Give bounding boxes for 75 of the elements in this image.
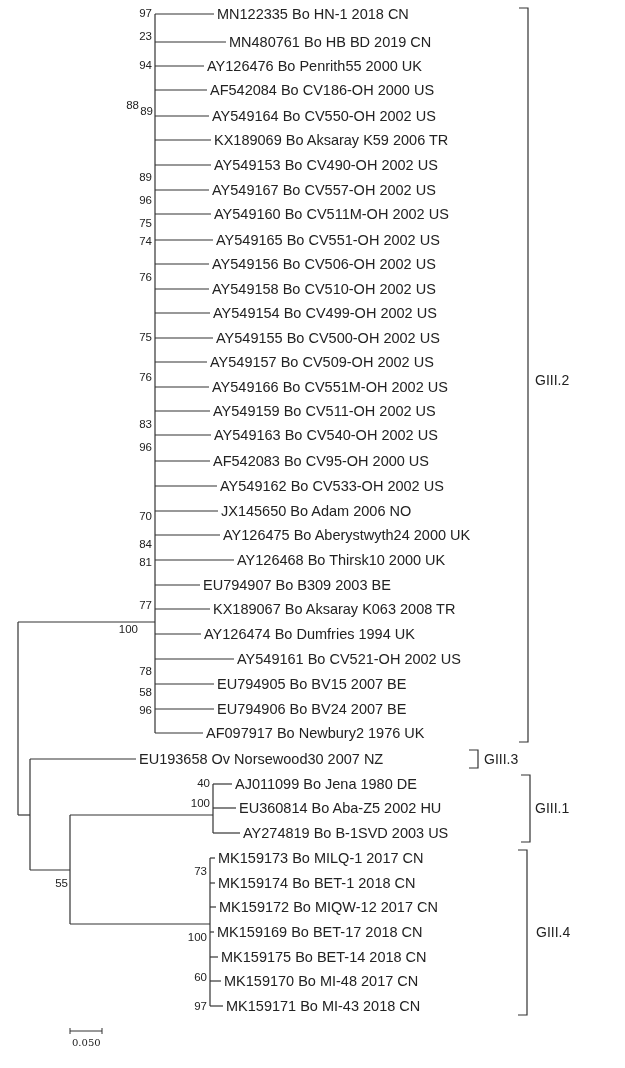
taxon-label: EU360814 Bo Aba-Z5 2002 HU — [239, 800, 442, 816]
taxon-label: AY549167 Bo CV557-OH 2002 US — [212, 182, 436, 198]
taxon-label: MK159172 Bo MIQW-12 2017 CN — [219, 899, 438, 915]
bootstrap-value: 60 — [194, 972, 207, 984]
taxon-label: AF097917 Bo Newbury2 1976 UK — [206, 725, 425, 741]
taxon-label: KX189069 Bo Aksaray K59 2006 TR — [214, 132, 449, 148]
taxon-label: JX145650 Bo Adam 2006 NO — [221, 503, 412, 519]
taxon-label: AF542083 Bo CV95-OH 2000 US — [213, 453, 429, 469]
bootstrap-value: 100 — [118, 624, 138, 636]
taxon-label: MK159174 Bo BET-1 2018 CN — [218, 875, 416, 891]
bootstrap-value: 97 — [194, 1001, 207, 1013]
taxon-label: EU794907 Bo B309 2003 BE — [203, 577, 391, 593]
taxon-label: AY549155 Bo CV500-OH 2002 US — [216, 330, 440, 346]
taxon-label: AJ011099 Bo Jena 1980 DE — [235, 776, 417, 792]
bootstrap-value: 96 — [139, 195, 152, 207]
bootstrap-value: 74 — [139, 236, 152, 248]
taxon-label: MK159171 Bo MI-43 2018 CN — [226, 998, 421, 1014]
bootstrap-value: 76 — [139, 272, 152, 284]
clade-label: GIII.4 — [536, 925, 571, 939]
taxon-label: AY549165 Bo CV551-OH 2002 US — [216, 232, 440, 248]
taxon-label: AY549161 Bo CV521-OH 2002 US — [237, 651, 461, 667]
taxon-label: MK159173 Bo MILQ-1 2017 CN — [218, 850, 424, 866]
bootstrap-value: 70 — [139, 511, 152, 523]
scale-bar-label: 0.050 — [72, 1038, 101, 1048]
bootstrap-value: 94 — [139, 60, 152, 72]
taxon-label: AY549162 Bo CV533-OH 2002 US — [220, 478, 444, 494]
bootstrap-value: 76 — [139, 372, 152, 384]
taxon-label: AY549160 Bo CV511M-OH 2002 US — [214, 206, 449, 222]
bootstrap-value: 73 — [194, 866, 207, 878]
bootstrap-value: 89 — [140, 106, 153, 118]
bootstrap-value: 75 — [139, 332, 152, 344]
taxon-label: MN480761 Bo HB BD 2019 CN — [229, 34, 432, 50]
taxon-label: MK159175 Bo BET-14 2018 CN — [221, 949, 427, 965]
taxon-label: AY274819 Bo B-1SVD 2003 US — [243, 825, 449, 841]
taxon-label: AY549154 Bo CV499-OH 2002 US — [213, 305, 437, 321]
taxon-label: MK159169 Bo BET-17 2018 CN — [217, 924, 423, 940]
taxon-label: AY549153 Bo CV490-OH 2002 US — [214, 157, 438, 173]
taxon-label: EU794906 Bo BV24 2007 BE — [217, 701, 407, 717]
taxon-label: AY549158 Bo CV510-OH 2002 US — [212, 281, 436, 297]
taxon-label: AY126474 Bo Dumfries 1994 UK — [204, 626, 415, 642]
bootstrap-value: 78 — [139, 666, 152, 678]
bootstrap-value: 100 — [187, 932, 207, 944]
bootstrap-value: 77 — [139, 600, 152, 612]
bootstrap-value: 40 — [197, 778, 210, 790]
taxon-label: EU794905 Bo BV15 2007 BE — [217, 676, 407, 692]
taxon-label: AY549156 Bo CV506-OH 2002 US — [212, 256, 436, 272]
taxon-label: AY126468 Bo Thirsk10 2000 UK — [237, 552, 446, 568]
bootstrap-value: 96 — [139, 442, 152, 454]
bootstrap-value: 83 — [139, 419, 152, 431]
bootstrap-value: 97 — [139, 8, 152, 20]
clade-label: GIII.1 — [535, 801, 570, 815]
taxon-label: KX189067 Bo Aksaray K063 2008 TR — [213, 601, 456, 617]
clade-label: GIII.3 — [484, 752, 519, 766]
taxon-label: EU193658 Ov Norsewood30 2007 NZ — [139, 751, 384, 767]
bootstrap-value: 23 — [139, 31, 152, 43]
bootstrap-value: 84 — [139, 539, 152, 551]
bootstrap-value: 55 — [55, 878, 68, 890]
taxon-label: AY549164 Bo CV550-OH 2002 US — [212, 108, 436, 124]
bootstrap-value: 81 — [139, 557, 152, 569]
bootstrap-value: 96 — [139, 705, 152, 717]
bootstrap-value: 100 — [190, 798, 210, 810]
taxon-label: MN122335 Bo HN-1 2018 CN — [217, 6, 409, 22]
taxon-label: AY549166 Bo CV551M-OH 2002 US — [212, 379, 448, 395]
bootstrap-value: 58 — [139, 687, 152, 699]
taxon-label: AY549159 Bo CV511-OH 2002 US — [213, 403, 436, 419]
clade-label: GIII.2 — [535, 373, 570, 387]
taxon-label: AY549157 Bo CV509-OH 2002 US — [210, 354, 434, 370]
taxon-label: AY126476 Bo Penrith55 2000 UK — [207, 58, 422, 74]
taxon-label: MK159170 Bo MI-48 2017 CN — [224, 973, 419, 989]
bootstrap-value: 89 — [139, 172, 152, 184]
taxon-label: AY126475 Bo Aberystwyth24 2000 UK — [223, 527, 471, 543]
taxon-label: AF542084 Bo CV186-OH 2000 US — [210, 82, 435, 98]
bootstrap-value: 88 — [126, 100, 139, 112]
bootstrap-value: 75 — [139, 218, 152, 230]
taxon-label: AY549163 Bo CV540-OH 2002 US — [214, 427, 438, 443]
